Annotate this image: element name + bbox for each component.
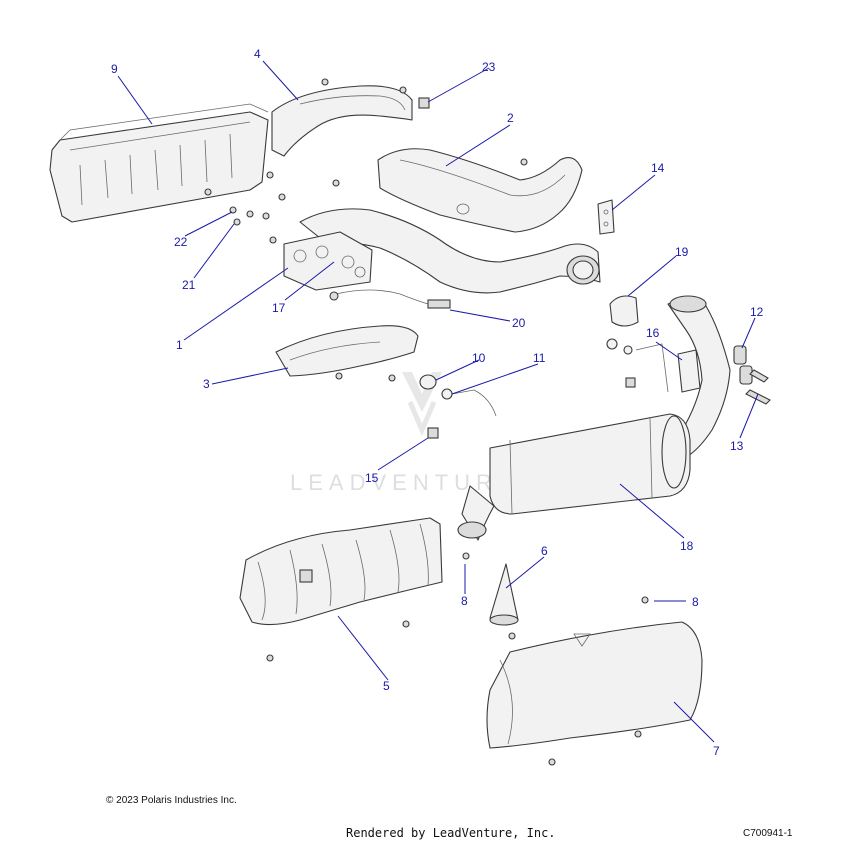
callout-21[interactable]: 21 xyxy=(182,278,196,292)
part-10-bushing[interactable] xyxy=(419,374,437,390)
watermark-text: LEADVENTURE xyxy=(290,470,519,495)
part-13-bolt[interactable] xyxy=(745,369,771,405)
callout-23[interactable]: 23 xyxy=(482,60,496,74)
callout-1[interactable]: 1 xyxy=(176,338,183,352)
watermark: LEADVENTURE xyxy=(290,372,519,495)
callout-17[interactable]: 17 xyxy=(272,301,286,315)
part-1-header-pipe[interactable] xyxy=(299,208,601,294)
figure-id: C700941-1 xyxy=(743,828,793,839)
callout-20[interactable]: 20 xyxy=(512,316,526,330)
rendered-by-credit: Rendered by LeadVenture, Inc. xyxy=(346,826,556,840)
callout-11[interactable]: 11 xyxy=(533,351,546,365)
callout-9[interactable]: 9 xyxy=(111,62,118,76)
part-3-lower-shield[interactable] xyxy=(275,325,419,382)
part-19-grommet[interactable] xyxy=(609,295,639,327)
part-4-manifold-shield[interactable] xyxy=(271,85,413,157)
callout-3[interactable]: 3 xyxy=(203,377,210,391)
callout-12[interactable]: 12 xyxy=(750,305,764,319)
part-12-spring[interactable] xyxy=(733,345,753,385)
callout-18[interactable]: 18 xyxy=(680,539,694,553)
exhaust-elbow[interactable] xyxy=(667,295,731,457)
part-6-tailpipe-tip[interactable] xyxy=(489,563,519,640)
callout-8-left[interactable]: 8 xyxy=(461,594,468,608)
part-14-isolator[interactable] xyxy=(597,199,615,235)
part-18-muffler[interactable] xyxy=(457,413,691,541)
part-2-pipe-shield[interactable] xyxy=(377,148,583,233)
part-9-heat-shield[interactable] xyxy=(49,103,269,223)
callouts: 1 2 3 4 5 6 7 8 8 9 10 11 12 13 14 15 16… xyxy=(111,47,764,758)
callout-15[interactable]: 15 xyxy=(365,471,379,485)
callout-8-right[interactable]: 8 xyxy=(692,595,699,609)
callout-10[interactable]: 10 xyxy=(472,351,486,365)
callout-19[interactable]: 19 xyxy=(675,245,689,259)
callout-6[interactable]: 6 xyxy=(541,544,548,558)
part-23-nut[interactable] xyxy=(418,97,430,109)
callout-7[interactable]: 7 xyxy=(713,744,720,758)
callout-14[interactable]: 14 xyxy=(651,161,665,175)
part-5-muffler-shield[interactable] xyxy=(239,517,470,662)
copyright-notice: © 2023 Polaris Industries Inc. xyxy=(106,795,237,806)
part-11-washer[interactable] xyxy=(441,388,497,417)
part-7-outer-shield[interactable] xyxy=(486,596,703,766)
callout-5[interactable]: 5 xyxy=(383,679,390,693)
fasteners-upper xyxy=(204,78,528,244)
part-15-nut[interactable] xyxy=(427,377,636,439)
callout-13[interactable]: 13 xyxy=(730,439,744,453)
leader-lines xyxy=(117,60,759,743)
part-17-flange-gasket[interactable] xyxy=(283,231,373,291)
callout-16[interactable]: 16 xyxy=(646,326,660,340)
callout-4[interactable]: 4 xyxy=(254,47,261,61)
callout-22[interactable]: 22 xyxy=(174,235,188,249)
part-16-bracket[interactable] xyxy=(606,338,701,393)
callout-2[interactable]: 2 xyxy=(507,111,514,125)
part-20-o2-sensor[interactable] xyxy=(329,289,451,309)
